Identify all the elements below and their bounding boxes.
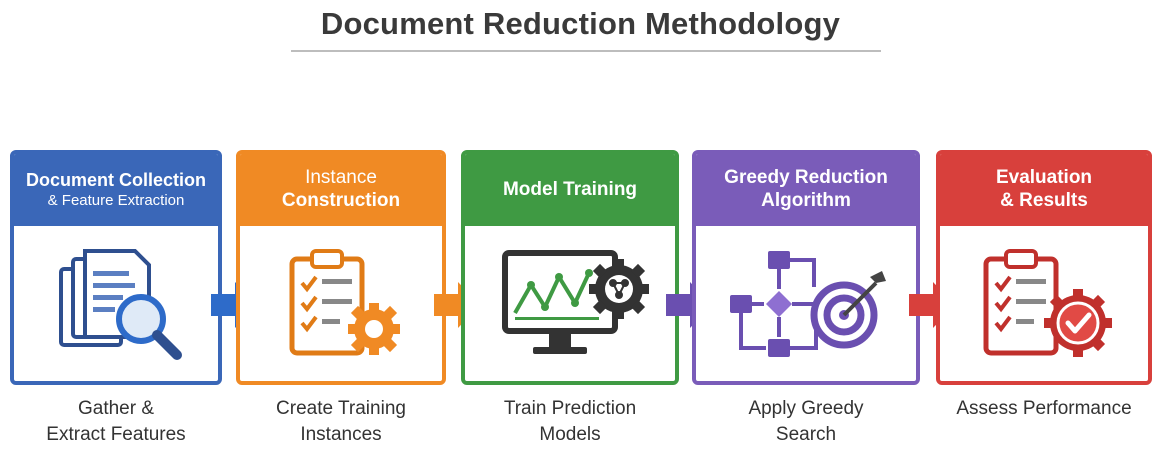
step-instance-construction: Instance Construction — [236, 150, 446, 385]
step-document-collection: Document Collection & Feature Extraction — [10, 150, 222, 385]
step-header-line2: & Feature Extraction — [47, 191, 185, 209]
step-header-line2: & Results — [1000, 190, 1088, 211]
caption-line1: Train Prediction — [503, 398, 637, 419]
caption-line1: Gather & — [77, 398, 155, 419]
step-caption: Gather & Extract Features — [10, 396, 222, 447]
step-header-line1: Greedy Reduction — [724, 167, 888, 189]
step-header: Greedy Reduction Algorithm — [696, 154, 916, 226]
step-header: Evaluation & Results — [940, 154, 1148, 226]
caption-line1: Assess Performance — [956, 398, 1132, 419]
step-header-line1: Instance — [305, 167, 377, 189]
step-header: Model Training — [465, 154, 675, 226]
step-evaluation-results: Evaluation & Results — [936, 150, 1152, 385]
title-divider — [291, 50, 881, 52]
clipboard-gear-icon — [240, 234, 442, 379]
step-header-line2: Construction — [281, 190, 401, 211]
step-model-training: Model Training — [461, 150, 679, 385]
step-caption: Train Prediction Models — [461, 396, 679, 447]
monitor-chart-gear-icon — [465, 234, 675, 379]
document-magnifier-icon — [14, 234, 218, 379]
step-header-line1: Evaluation — [995, 167, 1093, 189]
page-title: Document Reduction Methodology — [320, 6, 841, 41]
step-caption: Create Training Instances — [236, 396, 446, 447]
caption-line1: Create Training — [276, 398, 406, 419]
caption-line2: Search — [775, 423, 837, 445]
clipboard-check-icon — [940, 234, 1148, 379]
step-header-line1: Model Training — [502, 178, 638, 200]
step-header: Instance Construction — [240, 154, 442, 226]
step-caption: Apply Greedy Search — [692, 396, 920, 447]
flowchart-target-icon — [696, 234, 916, 379]
step-caption: Assess Performance — [936, 396, 1152, 422]
caption-line2: Models — [539, 423, 601, 445]
caption-line1: Apply Greedy — [748, 398, 864, 419]
step-header-line1: Document Collection — [25, 170, 206, 191]
step-header: Document Collection & Feature Extraction — [14, 154, 218, 226]
step-greedy-reduction: Greedy Reduction Algorithm — [692, 150, 920, 385]
caption-line2: Extract Features — [46, 423, 186, 445]
step-header-line2: Algorithm — [761, 190, 851, 211]
caption-line2: Instances — [300, 423, 382, 445]
